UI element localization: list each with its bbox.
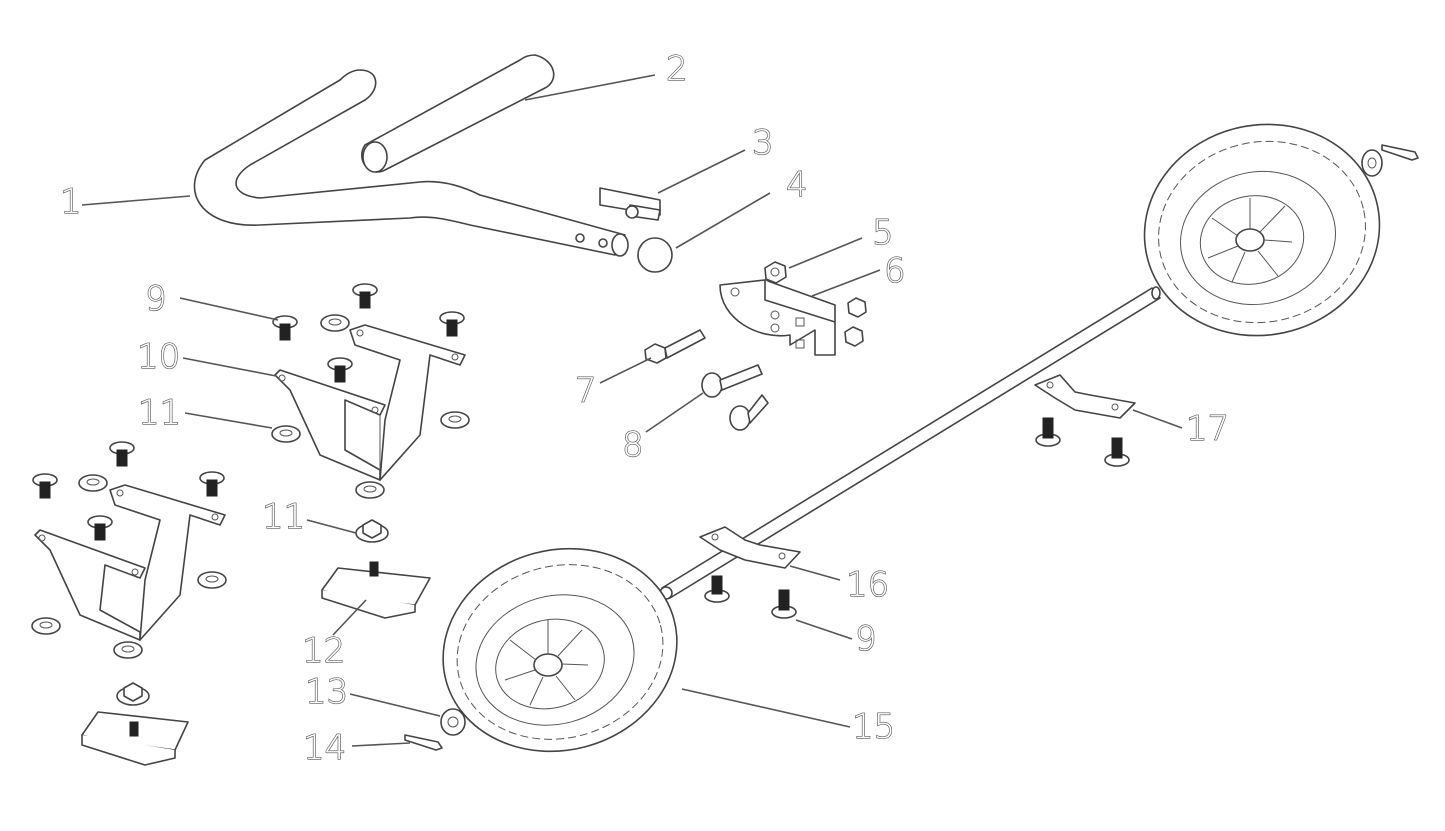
foot-pad-lower — [81, 711, 189, 766]
callout-3: 3 — [752, 123, 774, 163]
callout-15: 15 — [852, 707, 895, 747]
flange-bolts — [32, 283, 1130, 619]
leg-bracket-upper — [274, 324, 466, 481]
callout-14: 14 — [303, 728, 346, 768]
handle-grip — [361, 54, 555, 173]
callout-1: 1 — [60, 182, 82, 222]
cotter-pin — [404, 734, 443, 751]
callout-2: 2 — [666, 49, 688, 89]
callout-6: 6 — [884, 251, 906, 291]
callout-12: 12 — [302, 631, 345, 671]
carriage-bolts — [701, 364, 769, 431]
mounting-bracket — [719, 279, 836, 356]
nut-pair — [844, 297, 867, 347]
callout-9-left: 9 — [145, 279, 167, 319]
flange-nuts — [31, 314, 470, 706]
callout-5: 5 — [872, 213, 894, 253]
callout-13: 13 — [305, 672, 348, 712]
callout-10: 10 — [137, 337, 180, 377]
handle-bar — [193, 69, 629, 257]
callout-labels: 1 2 3 4 5 6 7 8 9 10 11 11 12 13 14 15 1… — [59, 48, 1230, 768]
callout-4: 4 — [786, 165, 808, 205]
callout-9-right: 9 — [855, 619, 877, 659]
axle-bracket-17 — [1034, 374, 1136, 419]
callout-7: 7 — [575, 371, 597, 411]
callout-11-lower: 11 — [262, 497, 305, 537]
nut-5 — [764, 261, 787, 284]
wheel-front — [442, 547, 678, 753]
end-cap — [637, 237, 673, 273]
wheel-rear — [1143, 123, 1381, 337]
rear-washer — [1361, 149, 1383, 177]
leader-lines — [81, 74, 1183, 747]
leg-bracket-lower — [34, 484, 226, 641]
pin-clip — [599, 187, 661, 221]
callout-11-upper: 11 — [138, 393, 181, 433]
callout-8: 8 — [622, 425, 644, 465]
hex-bolt — [644, 329, 706, 364]
rear-cotter-pin — [1381, 144, 1419, 161]
callout-16: 16 — [846, 565, 889, 605]
axle-bracket-16 — [699, 526, 801, 569]
foot-pad-upper — [321, 561, 431, 619]
callout-17: 17 — [1186, 409, 1229, 449]
washer — [440, 708, 466, 736]
